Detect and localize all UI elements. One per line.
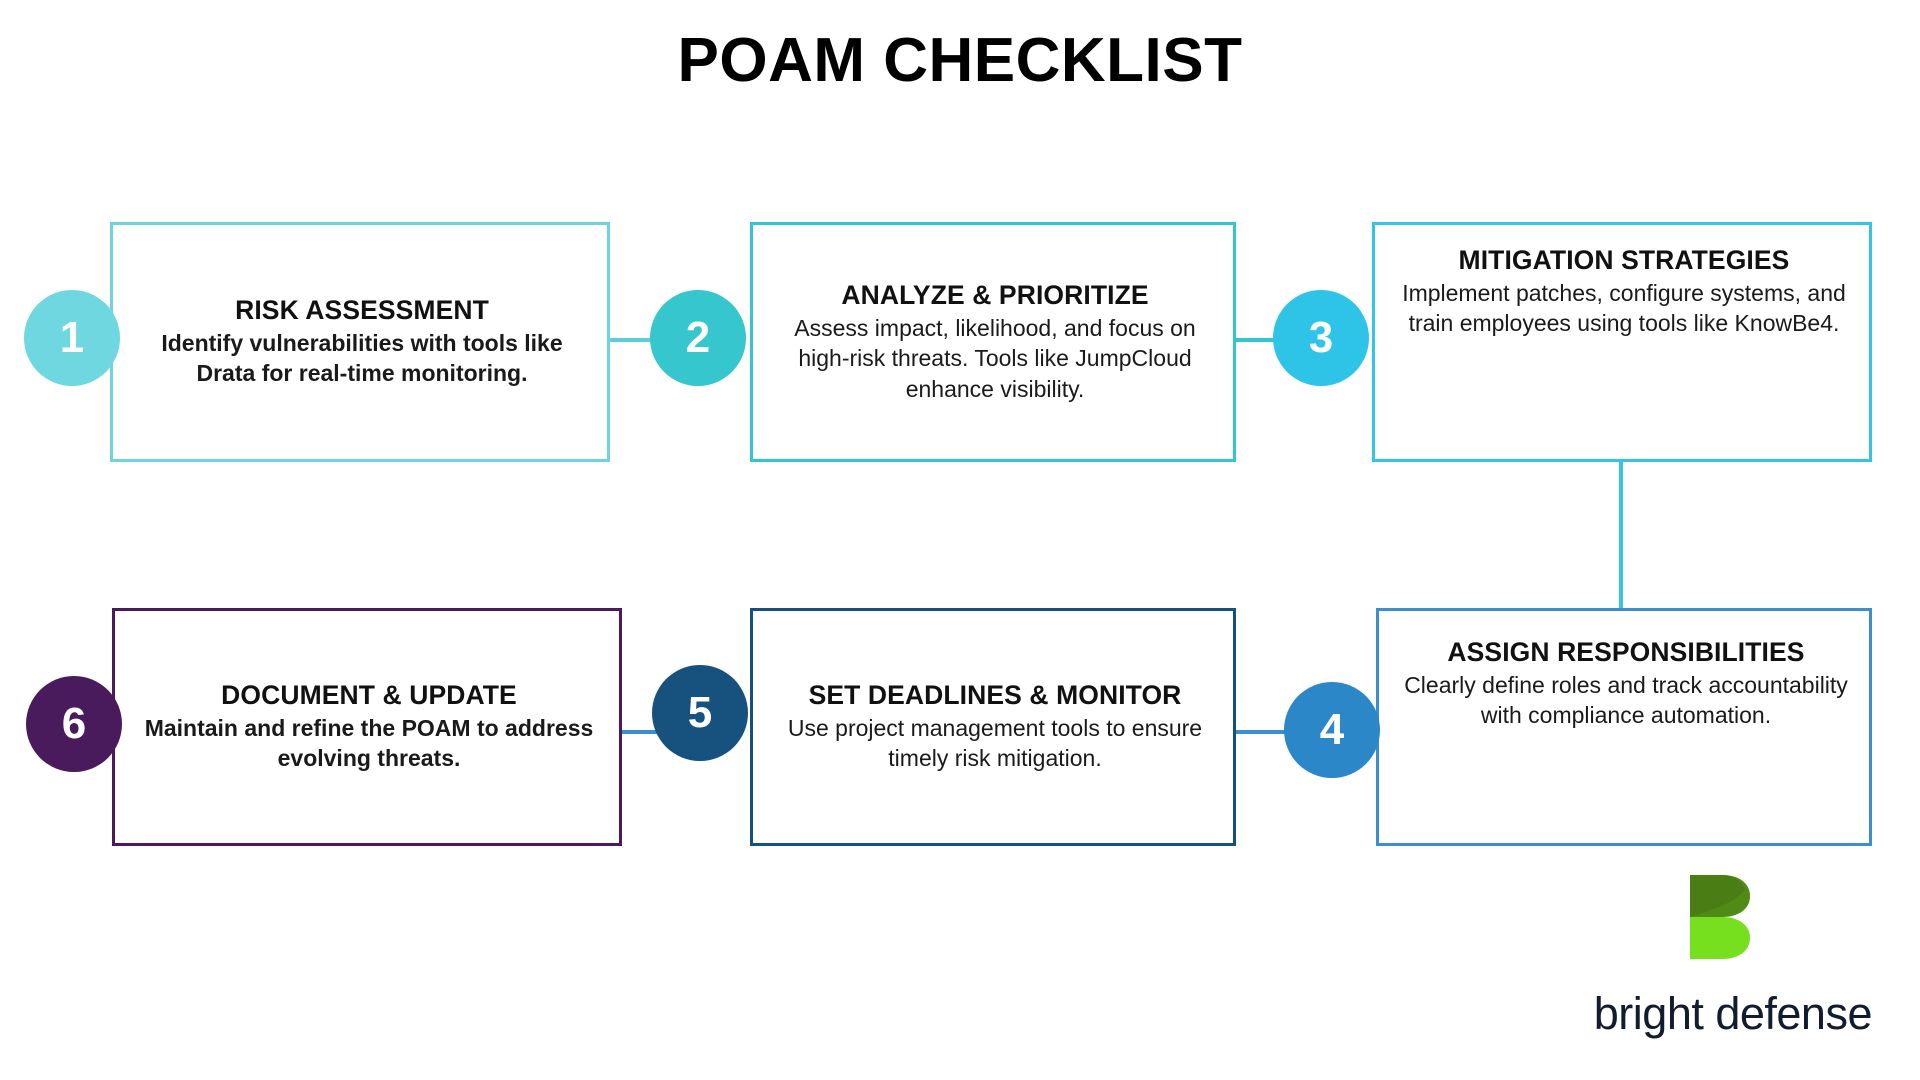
step-title-2: ANALYZE & PRIORITIZE [841,279,1149,310]
step-number-circle-5[interactable]: 5 [652,665,748,761]
step-title-6: DOCUMENT & UPDATE [221,680,517,711]
step-body-1: Identify vulnerabilities with tools like… [161,329,563,387]
bright-defense-wordmark: bright defense [1593,988,1873,1039]
step-number-3: 3 [1308,313,1334,362]
connector-5-to-6 [607,730,697,734]
step-number-1: 1 [59,313,85,362]
step-number-circle-6[interactable]: 6 [26,676,122,772]
step-body-3: Implement patches, configure systems, an… [1402,279,1846,337]
bright-defense-b-mark-icon [1690,875,1750,959]
step-body-2: Assess impact, likelihood, and focus on … [794,314,1196,402]
step-number-4: 4 [1319,705,1345,754]
page-title: POAM CHECKLIST [677,26,1243,95]
step-number-circle-2[interactable]: 2 [650,290,746,386]
step-number-2: 2 [685,313,711,362]
connector-3-to-4 [1619,454,1623,608]
step-box-4[interactable]: ASSIGN RESPONSIBILITIES Clearly define r… [1376,608,1872,846]
step-box-6[interactable]: DOCUMENT & UPDATE Maintain and refine th… [112,608,622,846]
step-body-4: Clearly define roles and track accountab… [1404,671,1848,729]
step-title-5: SET DEADLINES & MONITOR [808,680,1182,711]
step-box-3[interactable]: MITIGATION STRATEGIES Implement patches,… [1372,222,1872,462]
step-box-2[interactable]: ANALYZE & PRIORITIZE Assess impact, like… [750,222,1236,462]
step-box-1[interactable]: RISK ASSESSMENT Identify vulnerabilities… [110,222,610,462]
step-number-6: 6 [61,699,87,748]
connector-4-to-5 [1229,730,1319,734]
step-body-5: Use project management tools to ensure t… [787,714,1203,772]
step-title-4: ASSIGN RESPONSIBILITIES [1447,637,1805,667]
step-box-5[interactable]: SET DEADLINES & MONITOR Use project mana… [750,608,1236,846]
step-number-5: 5 [687,688,713,737]
step-title-1: RISK ASSESSMENT [235,295,489,326]
step-number-circle-3[interactable]: 3 [1273,290,1369,386]
step-body-6: Maintain and refine the POAM to address … [144,714,594,772]
bright-defense-logo: bright defense [1572,872,1873,1042]
step-title-3: MITIGATION STRATEGIES [1458,245,1790,275]
step-number-circle-4[interactable]: 4 [1284,682,1380,778]
step-number-circle-1[interactable]: 1 [24,290,120,386]
